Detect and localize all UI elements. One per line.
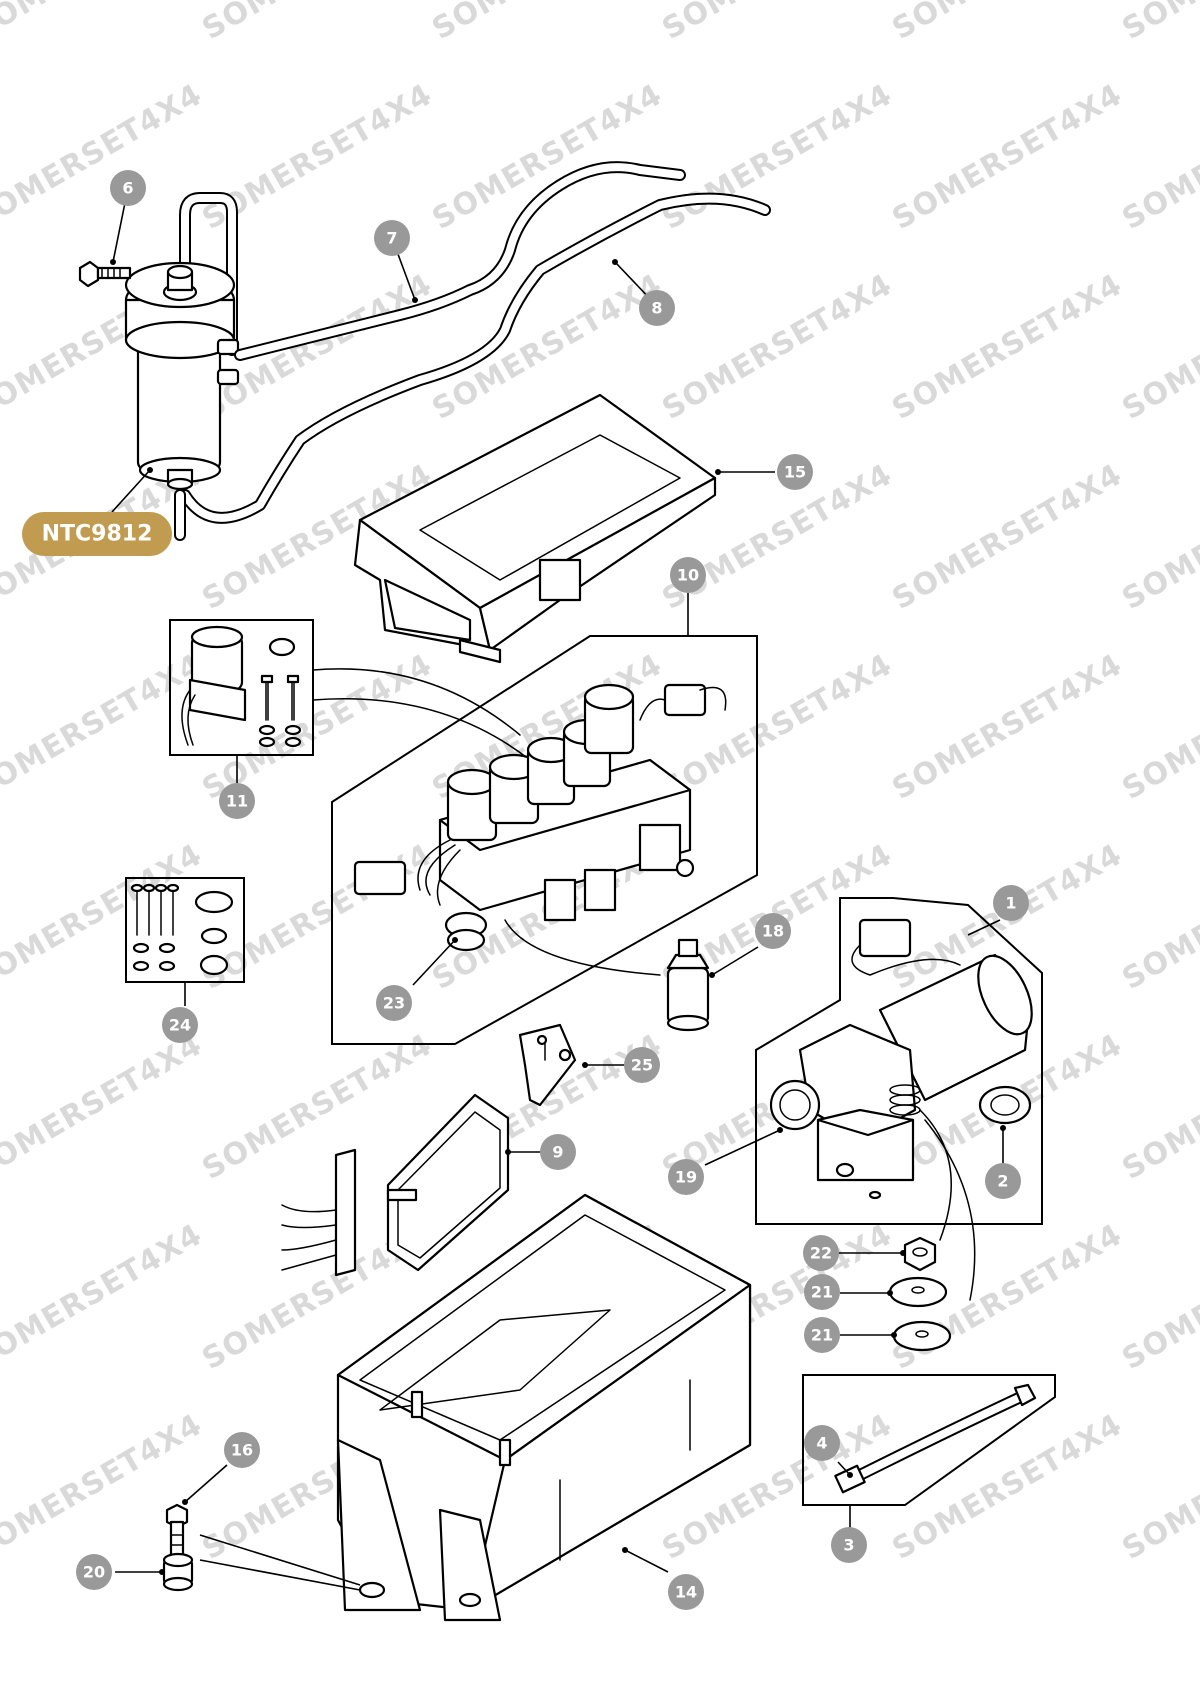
svg-text:6: 6 (122, 179, 133, 198)
mounting-bracket (518, 1023, 577, 1107)
svg-text:22: 22 (810, 1244, 832, 1263)
svg-text:11: 11 (226, 792, 248, 811)
svg-text:15: 15 (784, 463, 806, 482)
callout-4[interactable]: 4 (804, 1425, 840, 1461)
watermark-text: SOMERSET4X4 (0, 77, 208, 237)
callout-21b[interactable]: 21 (804, 1317, 840, 1353)
watermark-text: SOMERSET4X4 (1117, 837, 1200, 997)
callout-21a[interactable]: 21 (804, 1274, 840, 1310)
watermark-text: SOMERSET4X4 (1117, 457, 1200, 617)
svg-text:20: 20 (83, 1563, 105, 1582)
watermark-text: SOMERSET4X4 (197, 1027, 439, 1187)
valve-block-assembly (331, 635, 758, 1045)
solenoid-kit-box (169, 619, 531, 761)
callout-20[interactable]: 20 (76, 1554, 112, 1590)
svg-text:3: 3 (843, 1536, 854, 1555)
watermark-text: SOMERSET4X4 (887, 457, 1129, 617)
svg-text:14: 14 (675, 1583, 697, 1602)
callout-9[interactable]: 9 (540, 1134, 576, 1170)
watermark-text: SOMERSET4X4 (197, 0, 439, 47)
watermark-text: SOMERSET4X4 (1117, 0, 1200, 47)
callout-14[interactable]: 14 (668, 1574, 704, 1610)
watermark-text: SOMERSET4X4 (1117, 1217, 1200, 1377)
svg-text:25: 25 (631, 1056, 653, 1075)
svg-text:23: 23 (383, 994, 405, 1013)
callout-layer: 6 7 8 15 10 11 24 23 18 1 25 9 19 2 22 2… (76, 170, 1029, 1610)
svg-text:1: 1 (1005, 894, 1016, 913)
air-hoses (174, 161, 771, 541)
air-drier (78, 192, 240, 491)
callout-22[interactable]: 22 (803, 1235, 839, 1271)
svg-text:21: 21 (811, 1326, 833, 1345)
watermark-text: SOMERSET4X4 (1117, 1027, 1200, 1187)
svg-text:21: 21 (811, 1283, 833, 1302)
watermark-text: SOMERSET4X4 (427, 0, 669, 47)
callout-1[interactable]: 1 (993, 885, 1029, 921)
nut-and-washers (888, 1236, 952, 1352)
watermark-text: SOMERSET4X4 (887, 267, 1129, 427)
svg-text:16: 16 (231, 1441, 253, 1460)
watermark-text: SOMERSET4X4 (1117, 1407, 1200, 1567)
watermark-text: SOMERSET4X4 (657, 77, 899, 237)
leader-lines (111, 187, 1004, 1573)
watermark-text: SOMERSET4X4 (657, 0, 899, 47)
svg-text:19: 19 (675, 1168, 697, 1187)
compressor-assembly (755, 897, 1043, 1301)
callout-19[interactable]: 19 (668, 1159, 704, 1195)
svg-text:9: 9 (552, 1143, 563, 1162)
svg-text:2: 2 (997, 1172, 1008, 1191)
valve-block-cover (353, 393, 717, 664)
seal-kit-box (125, 877, 245, 983)
watermark-text: SOMERSET4X4 (657, 267, 899, 427)
callout-23[interactable]: 23 (376, 985, 412, 1021)
callout-7[interactable]: 7 (374, 220, 410, 256)
callout-2[interactable]: 2 (985, 1163, 1021, 1199)
svg-text:8: 8 (651, 299, 662, 318)
watermark-text: SOMERSET4X4 (887, 77, 1129, 237)
watermark-text: SOMERSET4X4 (887, 0, 1129, 47)
watermark-text: SOMERSET4X4 (0, 647, 208, 807)
callout-3[interactable]: 3 (831, 1527, 867, 1563)
pressure-switch (666, 938, 710, 1032)
mounting-tray (336, 1193, 752, 1622)
watermark-text: SOMERSET4X4 (0, 1217, 208, 1377)
callout-8[interactable]: 8 (639, 290, 675, 326)
watermark-text: SOMERSET4X4 (0, 1027, 208, 1187)
watermark-text: SOMERSET4X4 (1117, 77, 1200, 237)
watermark-text: SOMERSET4X4 (887, 647, 1129, 807)
watermark-text: SOMERSET4X4 (0, 837, 208, 997)
callout-18[interactable]: 18 (755, 913, 791, 949)
watermark-text: SOMERSET4X4 (1117, 267, 1200, 427)
part-number-badge[interactable]: NTC9812 (22, 512, 172, 556)
control-unit (281, 1093, 510, 1277)
leader-dots (110, 259, 1006, 1575)
svg-text:24: 24 (169, 1016, 191, 1035)
pipe-kit-box (802, 1374, 1056, 1506)
watermark-text: SOMERSET4X4 (0, 0, 208, 47)
svg-text:10: 10 (677, 566, 699, 585)
watermark-text: SOMERSET4X4 (1117, 647, 1200, 807)
svg-text:18: 18 (762, 922, 784, 941)
callout-6[interactable]: 6 (110, 170, 146, 206)
callout-15[interactable]: 15 (777, 454, 813, 490)
callout-16[interactable]: 16 (224, 1432, 260, 1468)
svg-text:NTC9812: NTC9812 (42, 522, 153, 547)
svg-text:7: 7 (386, 229, 397, 248)
callout-25[interactable]: 25 (624, 1047, 660, 1083)
callout-10[interactable]: 10 (670, 557, 706, 593)
callout-24[interactable]: 24 (162, 1007, 198, 1043)
watermark-text: SOMERSET4X4 (657, 647, 899, 807)
mounting-bolt-and-rubber (162, 1503, 361, 1592)
svg-text:4: 4 (816, 1434, 827, 1453)
callout-11[interactable]: 11 (219, 783, 255, 819)
